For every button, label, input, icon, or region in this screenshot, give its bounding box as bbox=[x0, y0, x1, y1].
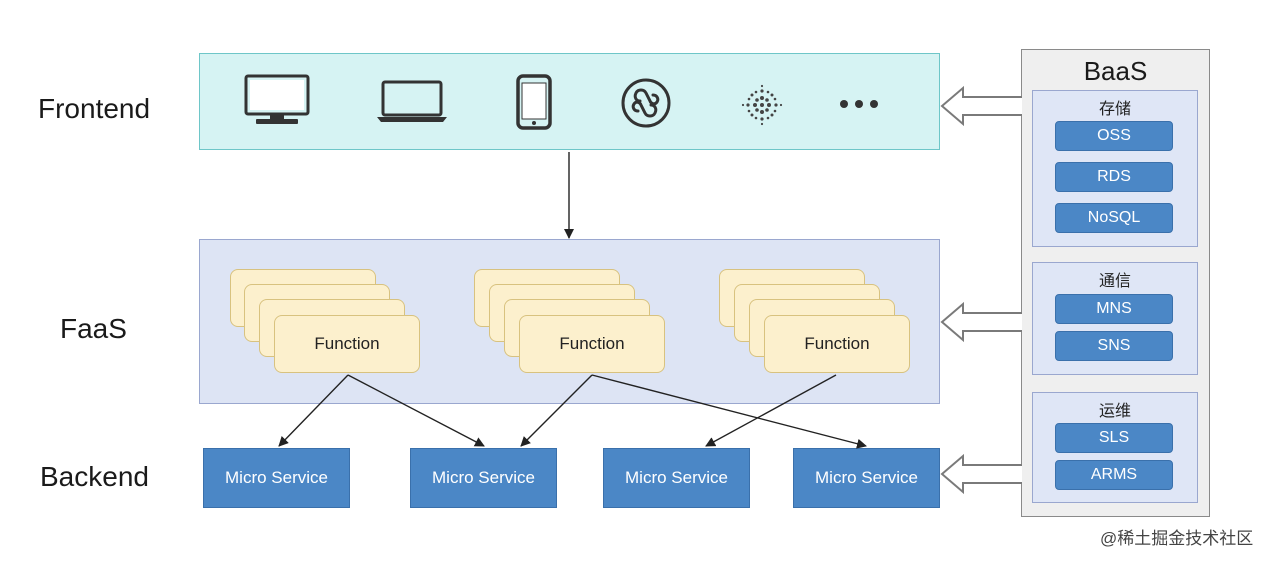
baas-group-operations: 运维 SLS ARMS bbox=[1032, 392, 1198, 503]
service-sls[interactable]: SLS bbox=[1055, 423, 1173, 453]
backend-layer-label: Backend bbox=[40, 461, 149, 492]
function-label: Function bbox=[804, 334, 870, 353]
function-to-service-arrow bbox=[520, 374, 593, 447]
frontend-layer bbox=[199, 53, 940, 150]
function-to-service-arrow bbox=[278, 374, 349, 447]
micro-service-label: Micro Service bbox=[225, 468, 328, 487]
function-label: Function bbox=[314, 334, 380, 353]
micro-service-label: Micro Service bbox=[815, 468, 918, 487]
baas-title: BaaS bbox=[1083, 56, 1148, 86]
micro-service-label: Micro Service bbox=[625, 468, 728, 487]
baas-to-frontend-arrow bbox=[940, 85, 1022, 127]
function-card[interactable]: Function bbox=[274, 315, 420, 373]
micro-service-box[interactable]: Micro Service bbox=[203, 448, 350, 508]
baas-group-communication: 通信 MNS SNS bbox=[1032, 262, 1198, 375]
mini-program-icon bbox=[621, 78, 671, 128]
baas-to-backend-arrow bbox=[940, 453, 1022, 495]
group-title: 存储 bbox=[1098, 101, 1131, 118]
ellipsis-icon bbox=[840, 100, 878, 108]
service-oss[interactable]: OSS bbox=[1055, 121, 1173, 151]
baas-group-storage: 存储 OSS RDS NoSQL bbox=[1032, 90, 1198, 247]
baas-panel: BaaS 存储 OSS RDS NoSQL 通信 MNS SNS 运维 SLS … bbox=[1021, 49, 1210, 517]
smartphone-icon bbox=[516, 74, 552, 130]
function-to-service-arrow bbox=[705, 374, 837, 447]
frontend-layer-label: Frontend bbox=[38, 93, 151, 124]
service-sns[interactable]: SNS bbox=[1055, 331, 1173, 361]
function-card[interactable]: Function bbox=[764, 315, 910, 373]
service-mns[interactable]: MNS bbox=[1055, 294, 1173, 324]
service-nosql[interactable]: NoSQL bbox=[1055, 203, 1173, 233]
group-title: 通信 bbox=[1098, 273, 1131, 290]
laptop-icon bbox=[377, 80, 447, 122]
micro-service-label: Micro Service bbox=[432, 468, 535, 487]
function-card[interactable]: Function bbox=[519, 315, 665, 373]
watermark: @稀土掘金技术社区 bbox=[1100, 529, 1254, 548]
function-label: Function bbox=[559, 334, 625, 353]
function-to-service-arrow bbox=[347, 374, 485, 447]
micro-service-box[interactable]: Micro Service bbox=[410, 448, 557, 508]
iota-logo-icon bbox=[741, 84, 783, 126]
baas-to-faas-arrow bbox=[940, 301, 1022, 343]
group-title: 运维 bbox=[1098, 403, 1131, 420]
service-rds[interactable]: RDS bbox=[1055, 162, 1173, 192]
faas-layer-label: FaaS bbox=[60, 313, 127, 344]
function-to-service-arrow bbox=[591, 374, 867, 449]
service-arms[interactable]: ARMS bbox=[1055, 460, 1173, 490]
micro-service-box[interactable]: Micro Service bbox=[603, 448, 750, 508]
desktop-monitor-icon bbox=[244, 74, 310, 124]
